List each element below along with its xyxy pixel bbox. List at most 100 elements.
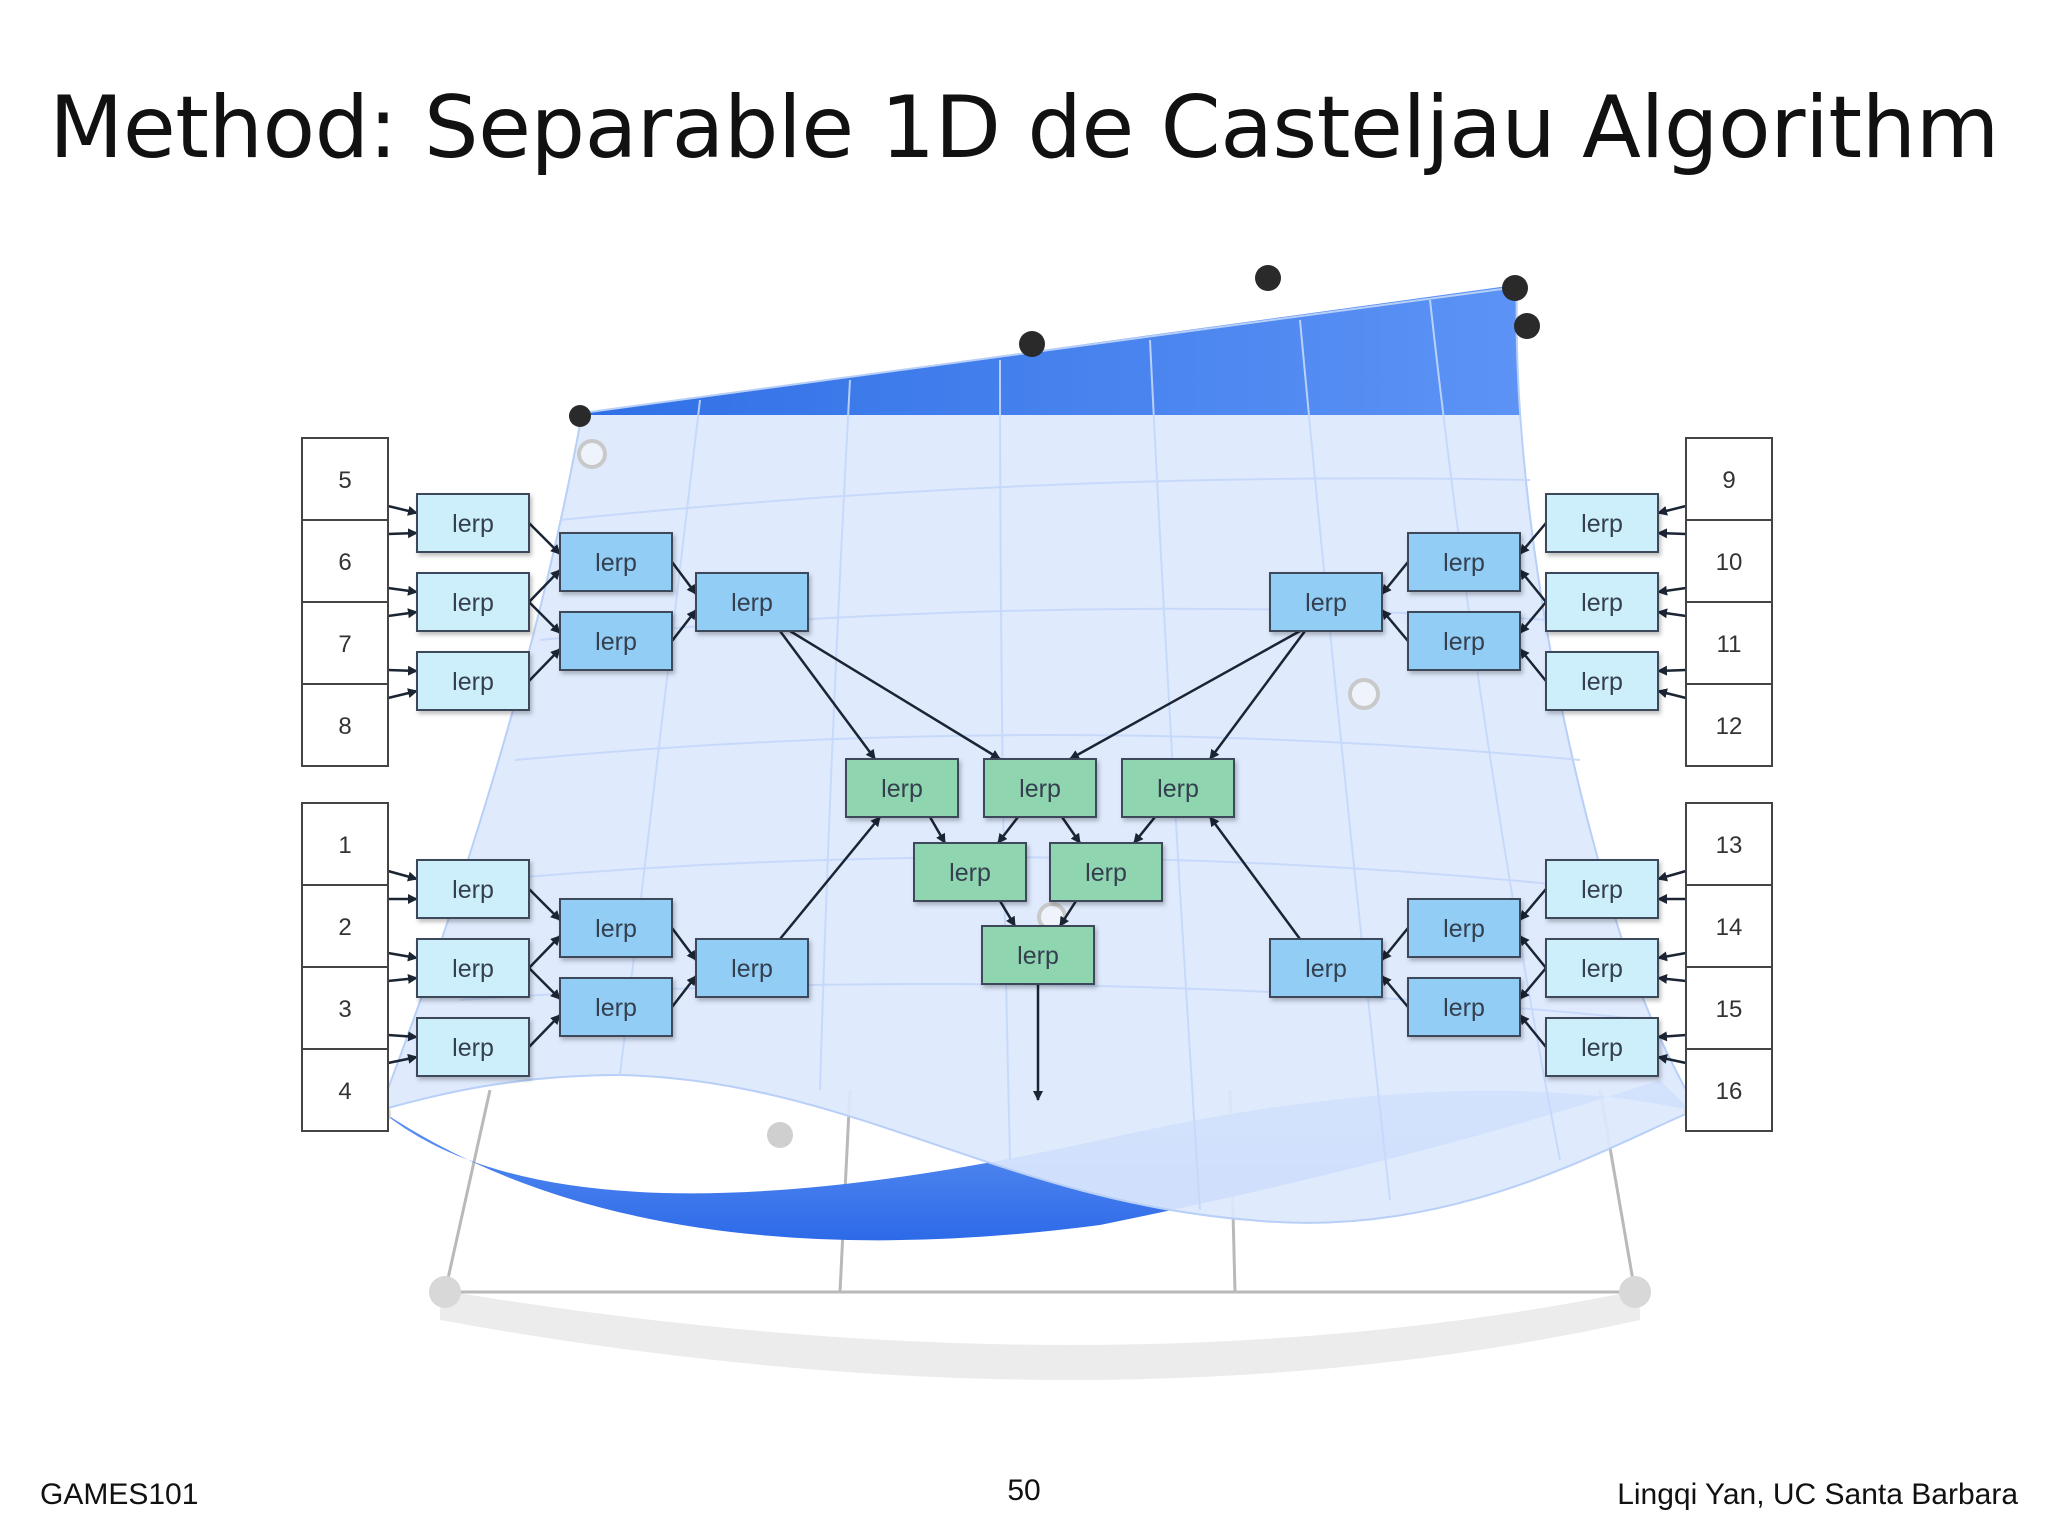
control-point-box: [301, 683, 389, 767]
lerp-node: [416, 493, 530, 553]
lerp-arrow: [1657, 688, 1687, 700]
lerp-label: lerp: [1017, 942, 1059, 970]
lerp-node: [1407, 898, 1521, 958]
lerp-arrow: [387, 688, 418, 700]
lerp-arrow: [387, 585, 418, 596]
lerp-node: [416, 1017, 530, 1077]
lerp-edges: [387, 504, 1687, 1101]
lerp-arrow: [387, 973, 418, 984]
lerp-label: lerp: [452, 510, 494, 538]
control-point-label: 6: [338, 549, 351, 576]
lerp-arrow: [1381, 975, 1409, 1008]
lerp-arrow: [998, 900, 1017, 927]
lerp-label: lerp: [1305, 589, 1347, 617]
control-point-box: [301, 966, 389, 1050]
lerp-label: lerp: [1443, 994, 1485, 1022]
lerp-node: [416, 572, 530, 632]
lerp-label: lerp: [1443, 915, 1485, 943]
lerp-arrow: [671, 609, 697, 642]
lerp-label: lerp: [1443, 549, 1485, 577]
control-point-box: [301, 519, 389, 603]
lerp-node: [1545, 938, 1659, 998]
lerp-arrow: [1657, 1031, 1687, 1042]
lerp-arrow: [789, 629, 1001, 761]
lerp-arrow: [387, 665, 418, 676]
slide-title: Method: Separable 1D de Casteljau Algori…: [49, 78, 1999, 178]
lerp-arrow: [1657, 869, 1687, 882]
lerp-arrow: [1657, 504, 1687, 516]
lerp-node: [981, 925, 1095, 985]
lerp-arrow: [1657, 973, 1687, 984]
control-point-box: [301, 601, 389, 685]
lerp-arrow: [1519, 935, 1547, 969]
lerp-arrow: [1208, 816, 1302, 940]
lerp-node: [1545, 572, 1659, 632]
lerp-arrow: [387, 869, 418, 882]
lerp-label: lerp: [1157, 775, 1199, 803]
control-point-label: 14: [1716, 914, 1743, 941]
lerp-label: lerp: [595, 549, 637, 577]
lerp-arrow: [387, 504, 418, 516]
author-label: Lingqi Yan, UC Santa Barbara: [1617, 1478, 2018, 1511]
lerp-arrow: [1381, 609, 1409, 642]
lerp-label: lerp: [1581, 589, 1623, 617]
lerp-label: lerp: [731, 589, 773, 617]
lerp-arrow: [387, 528, 418, 539]
control-point-box: [1685, 966, 1773, 1050]
lerp-label: lerp: [1581, 876, 1623, 904]
lerp-node: [1269, 572, 1383, 632]
control-point-label: 3: [338, 996, 351, 1023]
lerp-label: lerp: [452, 1034, 494, 1062]
lerp-arrow: [528, 569, 561, 603]
control-point-label: 15: [1716, 996, 1743, 1023]
course-label: GAMES101: [40, 1478, 199, 1511]
lerp-arrow: [779, 816, 881, 940]
lerp-arrow: [1208, 630, 1307, 760]
lerp-label: lerp: [1581, 955, 1623, 983]
lerp-arrow: [1657, 585, 1687, 596]
control-point-box: [1685, 519, 1773, 603]
lerp-arrow: [1519, 569, 1547, 603]
control-point-box: [1685, 601, 1773, 685]
control-point-box: [1685, 884, 1773, 968]
lerp-arrow: [1519, 601, 1547, 634]
lerp-label: lerp: [949, 859, 991, 887]
lerp-node: [1407, 532, 1521, 592]
lerp-label: lerp: [452, 876, 494, 904]
lerp-arrow: [1381, 561, 1409, 595]
page-number: 50: [1007, 1474, 1041, 1507]
lerp-label: lerp: [1443, 628, 1485, 656]
lerp-arrow: [387, 608, 418, 619]
lerp-node: [1407, 977, 1521, 1037]
lerp-arrow: [671, 975, 697, 1008]
lerp-node: [1545, 1017, 1659, 1077]
control-point-box: [1685, 1048, 1773, 1132]
lerp-node: [416, 938, 530, 998]
lerp-node: [983, 758, 1097, 818]
lerp-arrow: [671, 561, 697, 595]
control-point-label: 1: [338, 832, 351, 859]
lerp-node: [1049, 842, 1163, 902]
lerp-node: [559, 611, 673, 671]
control-point-box: [1685, 802, 1773, 886]
lerp-label: lerp: [731, 955, 773, 983]
lerp-node: [1545, 493, 1659, 553]
lerp-arrow: [778, 630, 877, 760]
control-point-label: 12: [1716, 713, 1743, 740]
lerp-node: [559, 898, 673, 958]
control-point-label: 11: [1717, 631, 1742, 658]
control-point-label: 7: [338, 631, 351, 658]
lerp-label: lerp: [1581, 1034, 1623, 1062]
lerp-node: [1545, 651, 1659, 711]
control-point-label: 9: [1722, 467, 1735, 494]
lerp-label: lerp: [1019, 775, 1061, 803]
lerp-arrow: [387, 1053, 418, 1065]
lerp-node: [1269, 938, 1383, 998]
lerp-label: lerp: [881, 775, 923, 803]
lerp-arrow: [1069, 629, 1301, 761]
lerp-label: lerp: [452, 955, 494, 983]
lerp-arrow: [671, 927, 697, 961]
lerp-arrow: [1657, 1053, 1687, 1065]
